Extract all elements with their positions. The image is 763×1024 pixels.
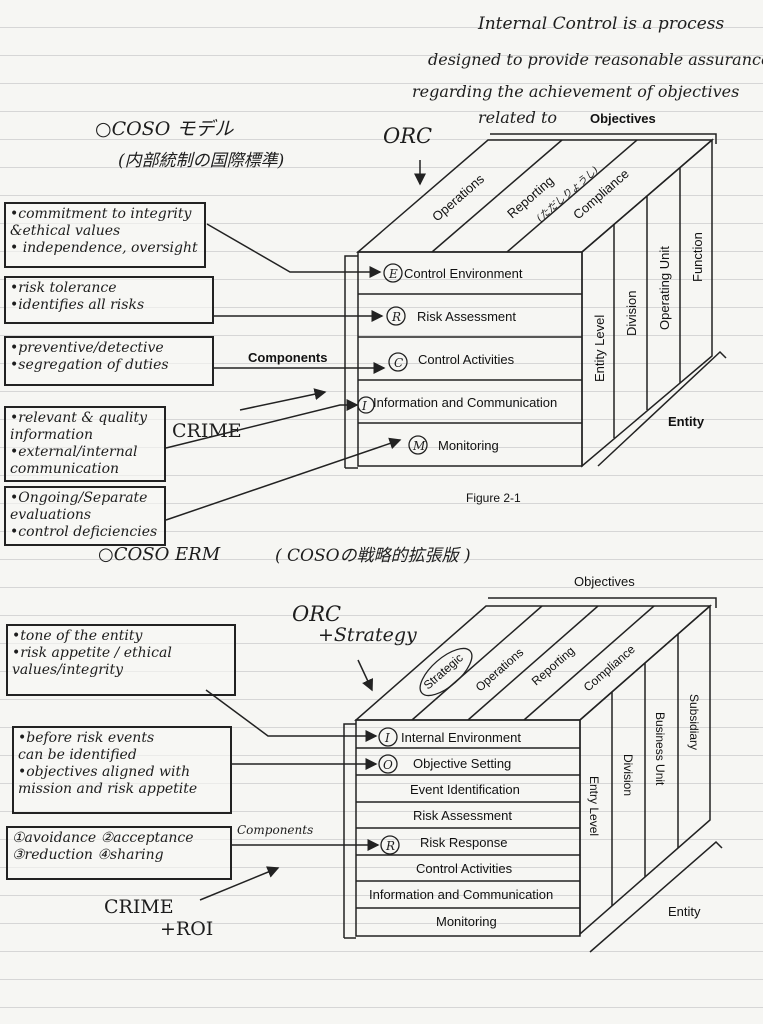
header-note-line-2: designed to provide reasonable assurance bbox=[428, 50, 763, 69]
coso-title: ○COSO モデル bbox=[95, 118, 234, 140]
header-objectives-label: Objectives bbox=[590, 111, 656, 126]
erm-entity-label: Entity bbox=[668, 904, 701, 919]
erm-entity-level-4: Subsidiary bbox=[687, 694, 701, 750]
coso-arrows bbox=[165, 160, 426, 521]
erm-title: ○COSO ERM bbox=[98, 544, 221, 565]
coso-component-4: Information and Communication bbox=[373, 395, 557, 410]
coso-orc-label: ORC bbox=[383, 124, 433, 148]
erm-note-internal-environment: •tone of the entity•risk appetite / ethi… bbox=[6, 624, 236, 696]
erm-component-3: Event Identification bbox=[410, 782, 520, 797]
coso-entity-label: Entity bbox=[668, 414, 705, 429]
erm-objective-compliance: Compliance bbox=[581, 642, 638, 694]
coso-figure-caption: Figure 2-1 bbox=[466, 491, 521, 505]
erm-component-7: Information and Communication bbox=[369, 887, 553, 902]
erm-cube bbox=[343, 597, 723, 953]
erm-entity-level-3: Business Unit bbox=[653, 712, 667, 786]
coso-component-3: Control Activities bbox=[418, 352, 515, 367]
erm-entity-labels: Entry Level Division Business Unit Subsi… bbox=[587, 694, 701, 919]
header-note-line-1: Internal Control is a process bbox=[478, 14, 725, 34]
coso-objective-compliance: Compliance bbox=[570, 166, 632, 222]
coso-subtitle: (内部統制の国際標準) bbox=[118, 151, 285, 171]
coso-component-letter-4: I bbox=[361, 399, 367, 413]
erm-component-rows: I Internal Environment O Objective Setti… bbox=[369, 727, 553, 929]
erm-component-letter-1: I bbox=[384, 731, 390, 745]
coso-component-letter-5: M bbox=[412, 439, 426, 453]
coso-components-label: Components bbox=[248, 350, 327, 365]
erm-objective-reporting: Reporting bbox=[529, 644, 577, 689]
coso-component-1: Control Environment bbox=[404, 266, 523, 281]
coso-component-2: Risk Assessment bbox=[417, 309, 516, 324]
coso-cube bbox=[344, 133, 727, 469]
erm-entity-level-1: Entry Level bbox=[587, 776, 601, 836]
erm-orc-label: ORC bbox=[292, 602, 342, 626]
coso-note-risk-assessment: •risk tolerance•identifies all risks bbox=[4, 276, 214, 324]
coso-note-control-environment: •commitment to integrity&ethical values•… bbox=[4, 202, 206, 268]
coso-objective-operations: Operations bbox=[429, 171, 487, 224]
erm-component-letter-2: O bbox=[383, 758, 393, 772]
erm-orc-strategy: +Strategy bbox=[318, 624, 417, 646]
erm-component-5: Risk Response bbox=[420, 835, 507, 850]
erm-subtitle: ( COSOの戦略的拡張版 ) bbox=[275, 546, 471, 566]
erm-objective-operations: Operations bbox=[473, 645, 526, 694]
erm-entity-level-2: Division bbox=[621, 754, 635, 796]
coso-component-letter-3: C bbox=[394, 356, 403, 370]
erm-roi-label: +ROI bbox=[160, 918, 214, 940]
coso-component-5: Monitoring bbox=[438, 438, 499, 453]
coso-component-letter-2: R bbox=[391, 310, 401, 324]
coso-note-control-activities: •preventive/detective•segregation of dut… bbox=[4, 336, 214, 386]
erm-component-letter-5: R bbox=[385, 839, 395, 853]
erm-component-4: Risk Assessment bbox=[413, 808, 512, 823]
erm-component-8: Monitoring bbox=[436, 914, 497, 929]
coso-entity-labels: Entity Level Division Operating Unit Fun… bbox=[592, 232, 705, 429]
coso-entity-level-3: Operating Unit bbox=[657, 246, 672, 330]
coso-entity-level-4: Function bbox=[690, 232, 705, 282]
erm-component-1: Internal Environment bbox=[401, 730, 521, 745]
erm-arrows bbox=[199, 659, 380, 901]
erm-components-label: Components bbox=[237, 823, 313, 837]
erm-objectives-header: Objectives bbox=[574, 574, 635, 589]
erm-component-6: Control Activities bbox=[416, 861, 513, 876]
erm-crime-label: CRIME bbox=[104, 896, 174, 918]
coso-objective-labels: Operations Reporting Compliance (ただしりょうし… bbox=[429, 165, 632, 224]
coso-crime-label: CRIME bbox=[172, 420, 242, 442]
coso-entity-level-1: Entity Level bbox=[592, 315, 607, 382]
coso-component-letter-1: E bbox=[388, 267, 398, 281]
header-note-line-4: related to bbox=[478, 108, 558, 127]
erm-component-2: Objective Setting bbox=[413, 756, 511, 771]
coso-component-rows: E Control Environment R Risk Assessment … bbox=[357, 263, 557, 455]
header-note-line-3: regarding the achievement of objectives bbox=[412, 82, 740, 101]
coso-entity-level-2: Division bbox=[624, 290, 639, 336]
